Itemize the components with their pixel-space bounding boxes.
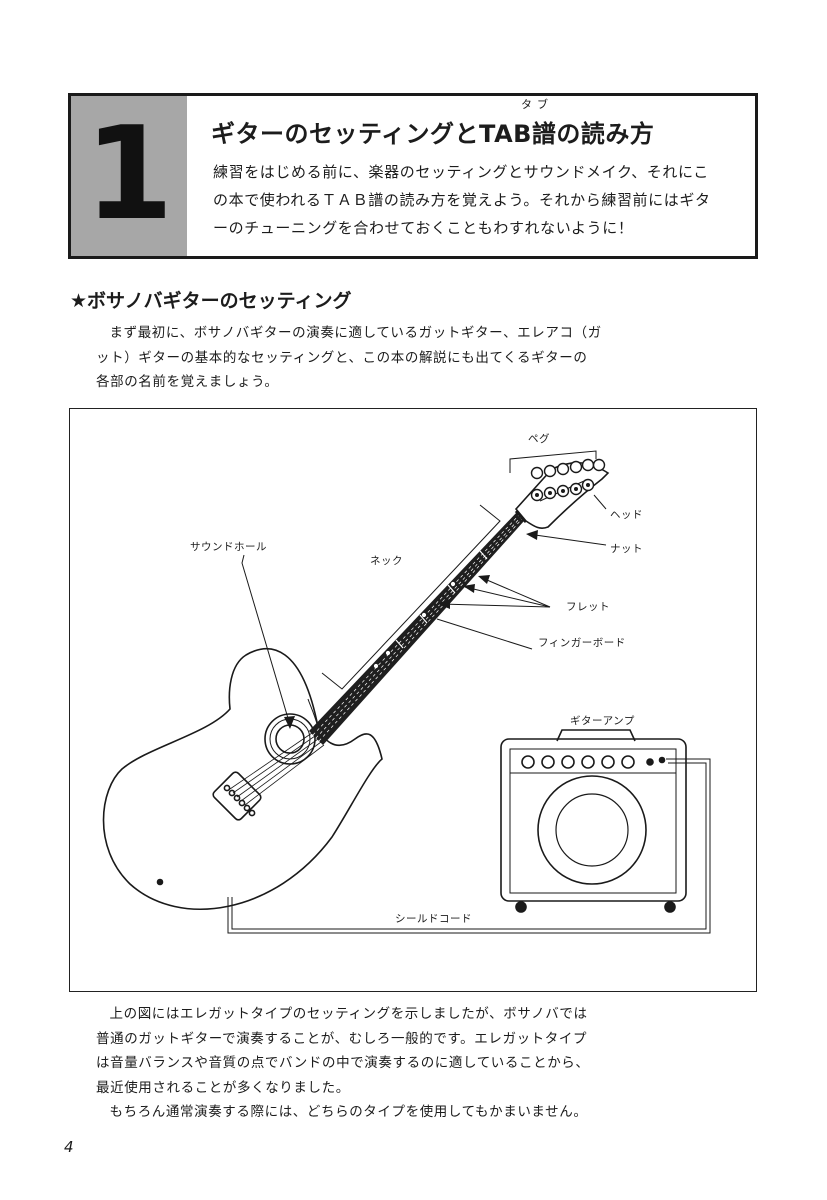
section-heading: ★ボサノバギターのセッティング	[70, 290, 352, 312]
shield-cord	[227, 758, 711, 934]
body-line: 上の図にはエレガットタイプのセッティングを示しましたが、ボサノバでは	[109, 1006, 588, 1022]
intro-line: ット）ギターの基本的なセッティングと、この本の解説にも出てくるギターの	[96, 349, 588, 366]
intro-line: 各部の名前を覚えましょう。	[96, 374, 279, 390]
guitar-amp	[500, 729, 687, 913]
chapter-title-ruby: タブ	[521, 98, 553, 111]
chapter-description-line: 練習をはじめる前に、楽器のセッティングとサウンドメイク、それにこ	[213, 163, 709, 181]
chapter-number: 1	[84, 100, 174, 249]
label-fingerboard: フィンガーボード	[538, 637, 626, 649]
fingerboard	[309, 512, 524, 745]
bridge	[212, 771, 262, 821]
label-nut: ナット	[610, 543, 643, 555]
body-line: 普通のガットギターで演奏することが、むしろ一般的です。エレガットタイプ	[96, 1030, 588, 1047]
label-fret: フレット	[566, 601, 610, 613]
intro-line: まず最初に、ボサノバギターの演奏に適しているガットギター、エレアコ（ガ	[109, 325, 602, 341]
chapter-header-box: 1 タブ ギターのセッティングとTAB譜の読み方 練習をはじめる前に、楽器のセッ…	[68, 93, 758, 259]
label-cord: シールドコード	[395, 913, 472, 925]
chapter-description-line: ーのチューニングを合わせておくこともわすれないように！	[213, 219, 634, 237]
body-line: は音量バランスや音質の点でバンドの中で演奏するのに適していることから、	[96, 1055, 590, 1071]
body-line: 最近使用されることが多くなりました。	[96, 1079, 350, 1096]
label-amp: ギターアンプ	[570, 715, 635, 727]
chapter-description: 練習をはじめる前に、楽器のセッティングとサウンドメイク、それにこ の本で使われる…	[213, 158, 743, 242]
label-head: ヘッド	[610, 509, 643, 521]
guitar-setup-diagram: ペグ ヘッド ナット サウンドホール ネック フレット フィンガーボード ギター…	[69, 408, 757, 992]
guitar-body	[102, 648, 383, 910]
intro-paragraph: まず最初に、ボサノバギターの演奏に適しているガットギター、エレアコ（ガ ット）ギ…	[96, 321, 656, 395]
body-line: もちろん通常演奏する際には、どちらのタイプを使用してもかまいません。	[109, 1104, 588, 1120]
label-soundhole: サウンドホール	[190, 541, 267, 553]
label-neck: ネック	[370, 555, 403, 567]
label-peg: ペグ	[528, 433, 550, 445]
chapter-title: ギターのセッティングとTAB譜の読み方	[211, 120, 655, 148]
sound-hole-outer	[264, 713, 316, 765]
body-paragraph: 上の図にはエレガットタイプのセッティングを示しましたが、ボサノバでは 普通のガッ…	[96, 1002, 656, 1125]
chapter-number-panel: 1	[71, 96, 187, 256]
page-number: 4	[64, 1138, 74, 1156]
chapter-description-line: の本で使われるＴＡＢ譜の読み方を覚えよう。それから練習前にはギタ	[213, 191, 711, 209]
guitar-illustration	[102, 450, 711, 934]
